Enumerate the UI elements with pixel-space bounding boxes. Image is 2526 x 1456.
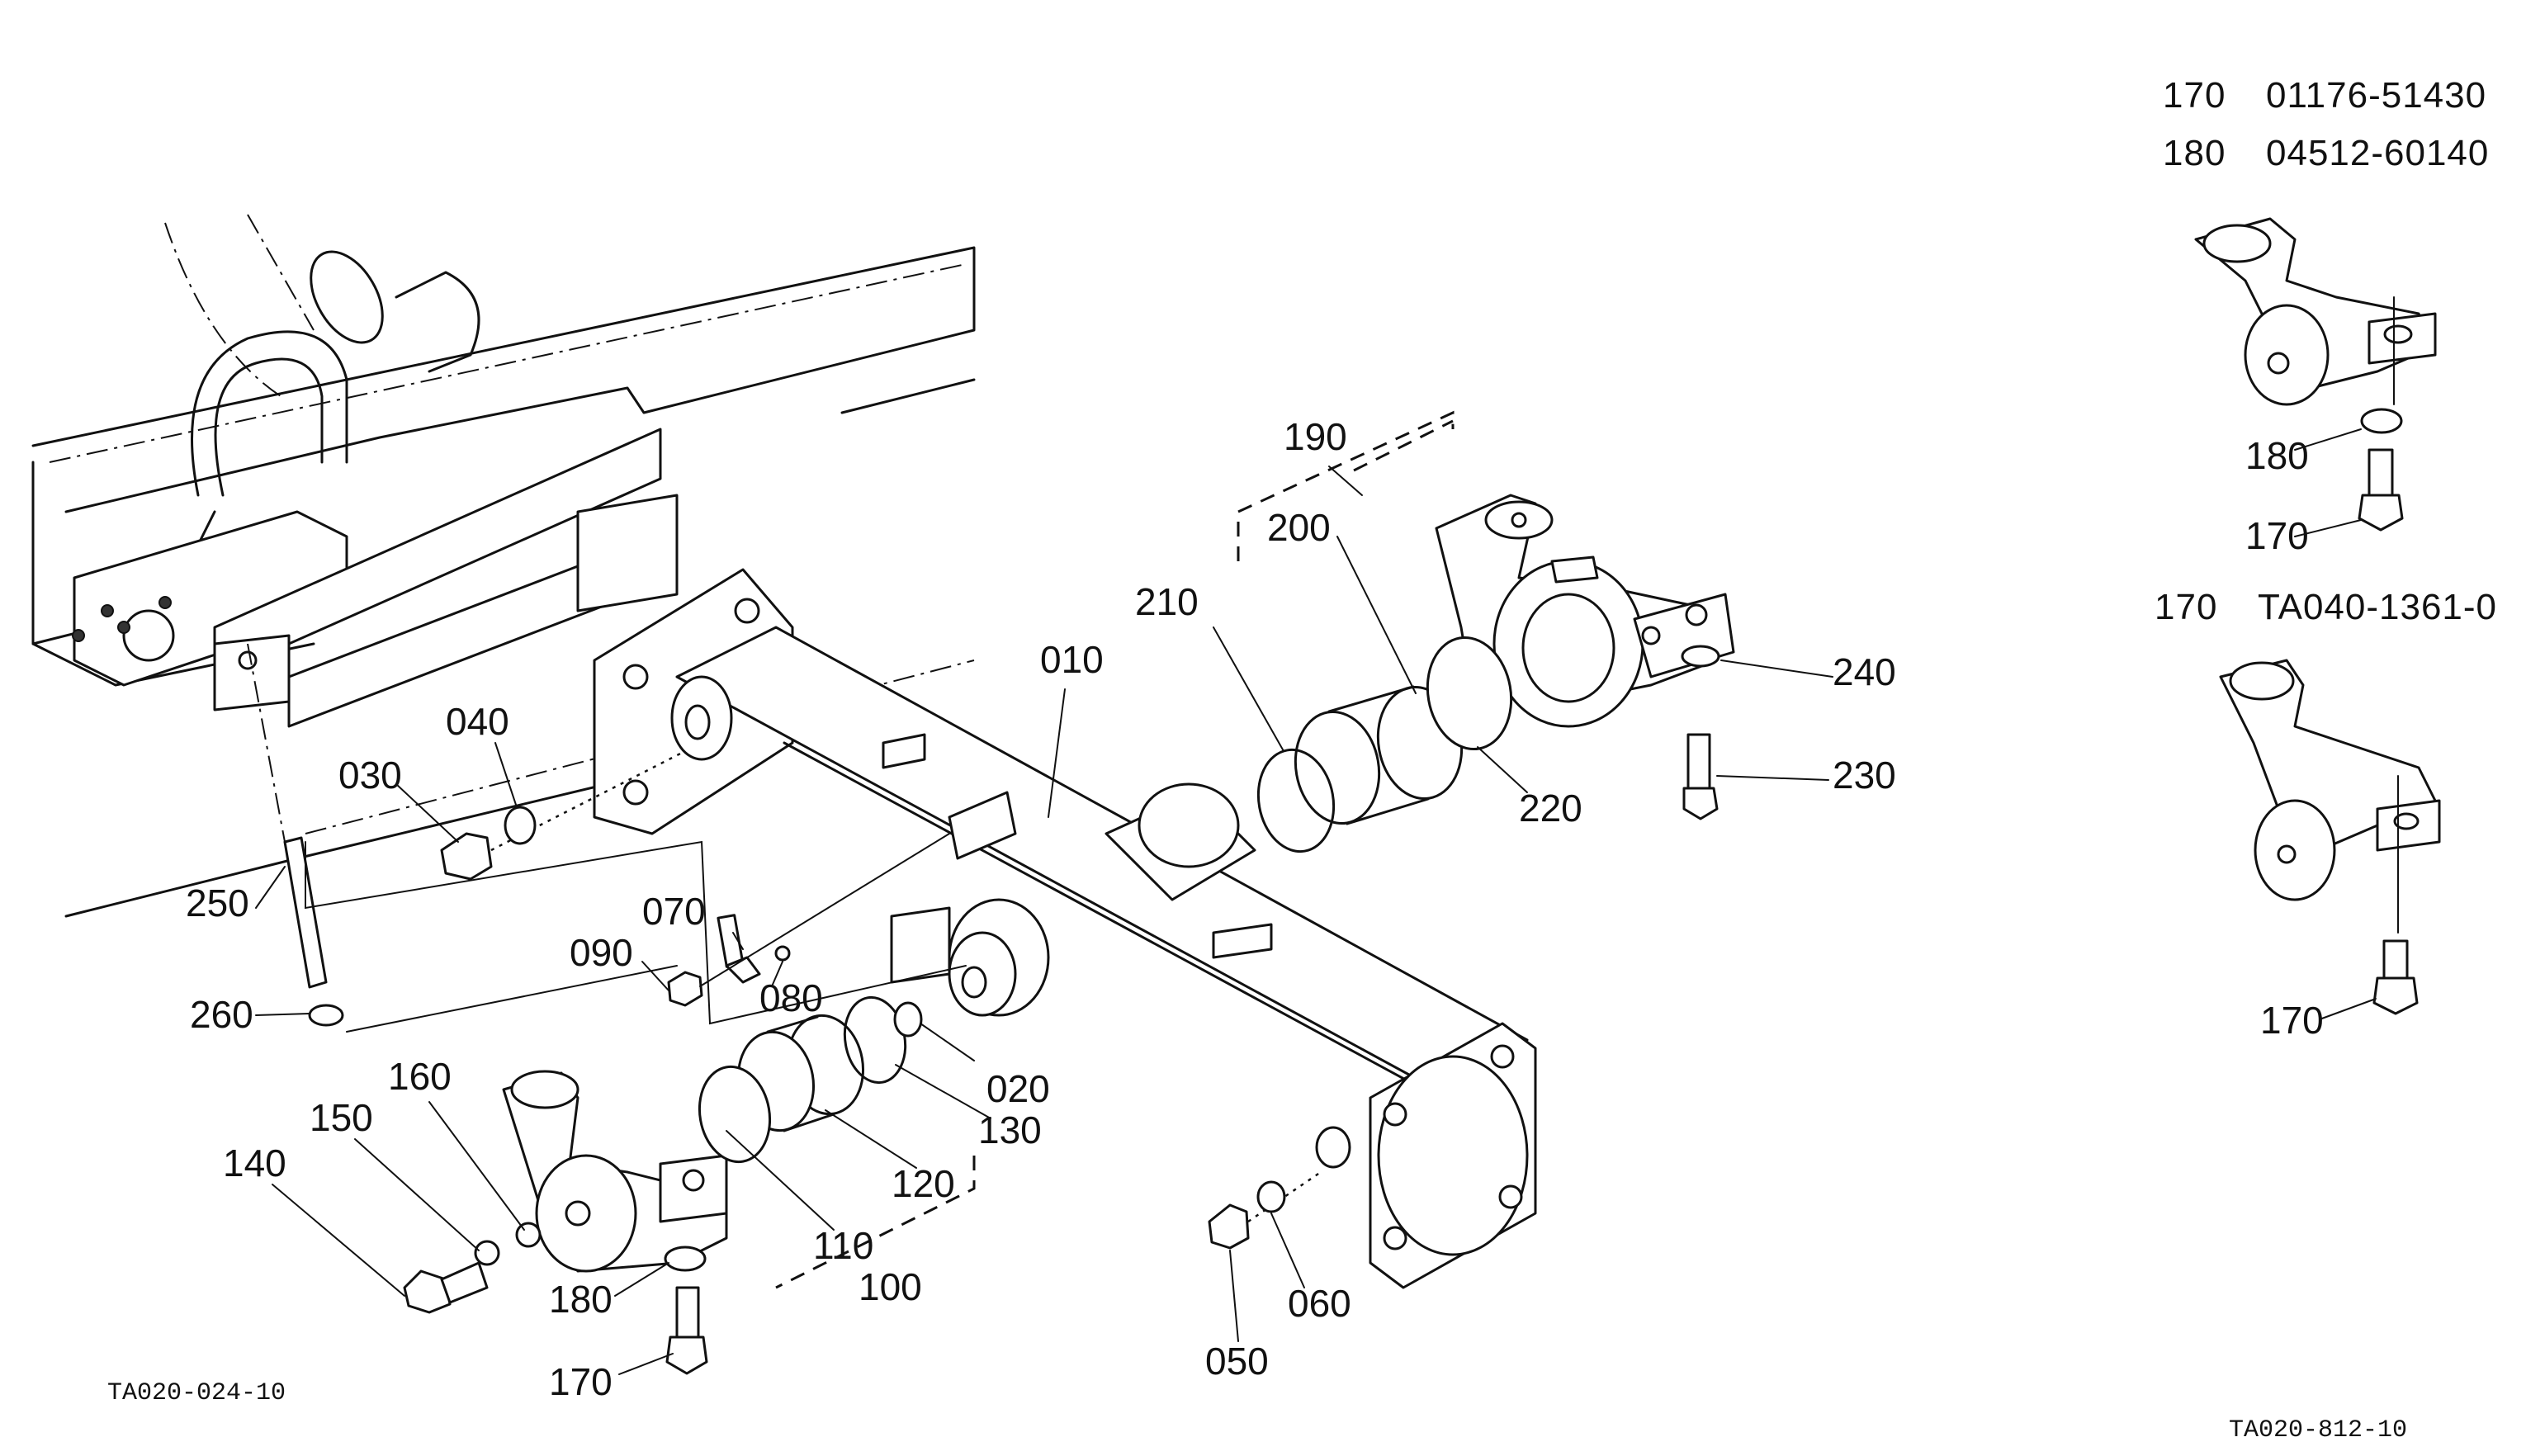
callout-150: 150	[310, 1096, 373, 1139]
nut-160	[515, 1222, 542, 1248]
pipe-250	[247, 643, 328, 989]
callout-130: 130	[978, 1109, 1042, 1151]
washer-150	[474, 1240, 500, 1266]
bolt-170	[665, 1286, 708, 1375]
callout-020: 020	[986, 1067, 1050, 1110]
tractor-frame	[31, 214, 976, 918]
callout-260: 260	[190, 993, 253, 1036]
inset-callout-170: 170	[2245, 514, 2309, 557]
part-number: TA040-1361-0	[2258, 587, 2497, 627]
callout-230: 230	[1833, 754, 1896, 797]
knuckle-190	[1237, 410, 1735, 728]
drawing-code-right: TA020-812-10	[2229, 1416, 2407, 1444]
callout-100: 100	[859, 1265, 922, 1308]
axle-housing-010	[593, 568, 1537, 1289]
knuckle-100	[502, 1070, 976, 1289]
callout-160: 160	[388, 1055, 452, 1098]
callout-170: 170	[549, 1360, 613, 1403]
callout-040: 040	[446, 700, 509, 743]
inset-callout-170: 170	[2260, 999, 2324, 1042]
plug-050	[1208, 1170, 1322, 1250]
bolt-230	[1682, 733, 1719, 820]
callout-180: 180	[549, 1278, 613, 1321]
bolt-140	[403, 1261, 489, 1314]
callout-200: 200	[1267, 506, 1331, 549]
callout-110: 110	[813, 1224, 873, 1267]
washer-240	[1681, 645, 1720, 668]
callout-250: 250	[186, 882, 249, 924]
part-ref: 180	[2163, 133, 2226, 173]
inset-knuckle-2: 170	[2219, 659, 2441, 1042]
inset-knuckle-1: 180 170	[2194, 217, 2437, 557]
part-ref: 170	[2155, 587, 2217, 627]
callout-labels: 010 020 030 040 050 060 070 080 090 100 …	[186, 415, 1896, 1403]
callout-210: 210	[1135, 580, 1199, 623]
drawing-code-left: TA020-024-10	[107, 1379, 286, 1407]
callout-120: 120	[892, 1162, 955, 1205]
callout-080: 080	[759, 976, 823, 1019]
part-number: 04512-60140	[2266, 133, 2489, 173]
callout-220: 220	[1519, 787, 1582, 830]
washer-040	[504, 806, 537, 845]
bushing-120	[736, 1014, 865, 1132]
bushing-200	[1294, 685, 1464, 825]
callout-190: 190	[1284, 415, 1347, 458]
washer-060	[1256, 1180, 1286, 1213]
inset-callout-180: 180	[2245, 434, 2309, 477]
callout-030: 030	[338, 754, 402, 797]
callout-070: 070	[642, 890, 706, 933]
part-number: 01176-51430	[2266, 75, 2486, 116]
collar-020	[893, 1001, 923, 1038]
part-ref: 170	[2163, 75, 2226, 116]
callout-060: 060	[1288, 1282, 1351, 1325]
leader-lines	[255, 466, 1833, 1375]
callout-050: 050	[1205, 1340, 1269, 1383]
oring-210	[1256, 748, 1336, 853]
washer-080	[774, 945, 791, 962]
washer-180	[664, 1246, 707, 1272]
callout-240: 240	[1833, 650, 1896, 693]
washer-icon	[2360, 408, 2403, 434]
plug-030	[440, 749, 686, 881]
plug-090	[667, 971, 703, 1007]
callout-140: 140	[223, 1142, 286, 1184]
seal-110	[698, 1065, 772, 1164]
callout-090: 090	[570, 931, 633, 974]
part-number-list: 170 01176-51430 180 04512-60140 170 TA04…	[2155, 75, 2497, 627]
clamp-260	[308, 1004, 344, 1027]
callout-010: 010	[1040, 638, 1104, 681]
